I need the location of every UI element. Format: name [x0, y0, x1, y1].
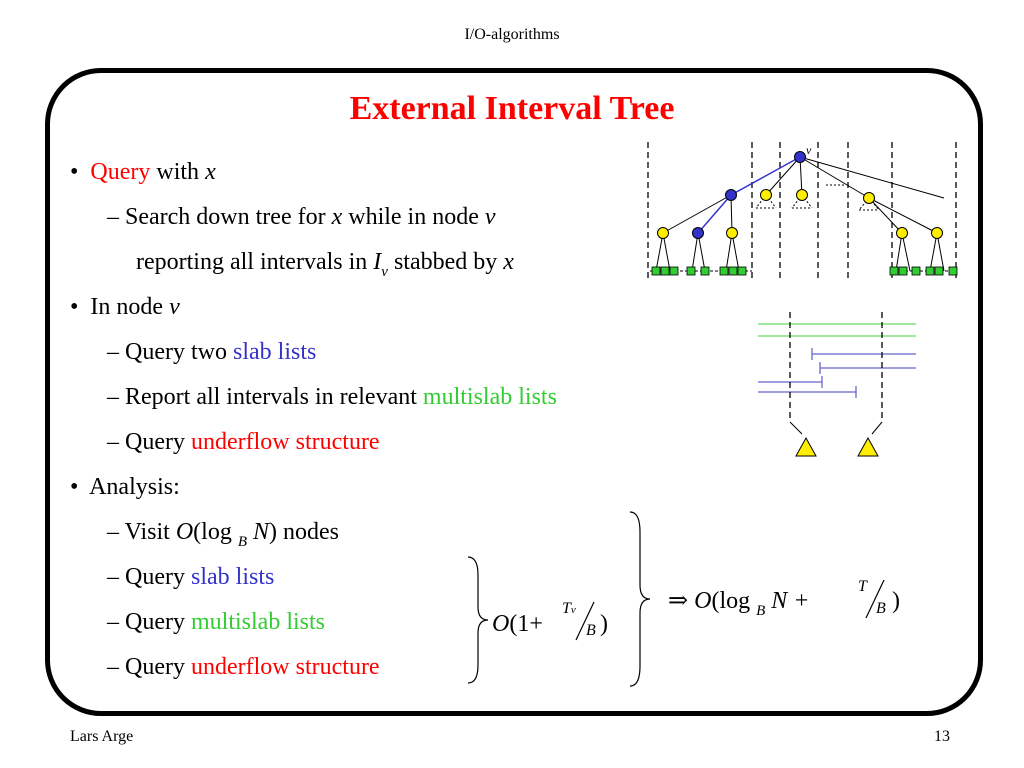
sub-search-down: – Search down tree for x while in node v [107, 204, 496, 230]
sub-query-underflow: – Query underflow structure [107, 654, 380, 680]
formula1-numerator: Tv [562, 600, 576, 617]
formula2-close: ) [892, 588, 900, 614]
sub-visit-nodes: – Visit O(log B N) nodes [107, 519, 339, 550]
bullet-query: • Query with x [70, 159, 216, 185]
slide-title: External Interval Tree [349, 90, 675, 127]
sub-reporting: reporting all intervals in Iv stabbed by… [136, 249, 514, 280]
tree-node-label: v [806, 143, 812, 157]
slide-header: I/O-algorithms [464, 26, 560, 43]
sub-query-multislab: – Query multislab lists [107, 609, 325, 635]
formula2-denominator: B [876, 600, 886, 617]
formula-query-cost: O(1+ [492, 611, 543, 637]
outer-brace [629, 511, 651, 687]
slide-frame [45, 68, 983, 716]
sub-slab-lists: – Query two slab lists [107, 339, 317, 365]
slab-boundaries [647, 142, 957, 280]
slab-diagram [758, 312, 916, 457]
query-highlight: Query [90, 159, 151, 185]
formula1-fraction-slash [575, 601, 595, 641]
inner-brace [467, 556, 489, 684]
formula2-numerator: T [858, 578, 867, 595]
bullet-analysis: • Analysis: [70, 474, 180, 500]
tree-diagram: v [647, 142, 958, 280]
sub-underflow: – Query underflow structure [107, 429, 380, 455]
formula1-denominator: B [586, 622, 596, 639]
sub-multislab-lists: – Report all intervals in relevant multi… [107, 384, 557, 410]
bullet-in-node: • In node v [70, 294, 180, 320]
formula1-close: ) [600, 611, 608, 637]
footer-author: Lars Arge [70, 728, 134, 745]
footer-page-number: 13 [934, 728, 950, 745]
sub-query-slab: – Query slab lists [107, 564, 275, 590]
formula2-fraction-slash [865, 579, 885, 619]
formula-total-cost: ⇒ O(log B N + [668, 588, 810, 619]
